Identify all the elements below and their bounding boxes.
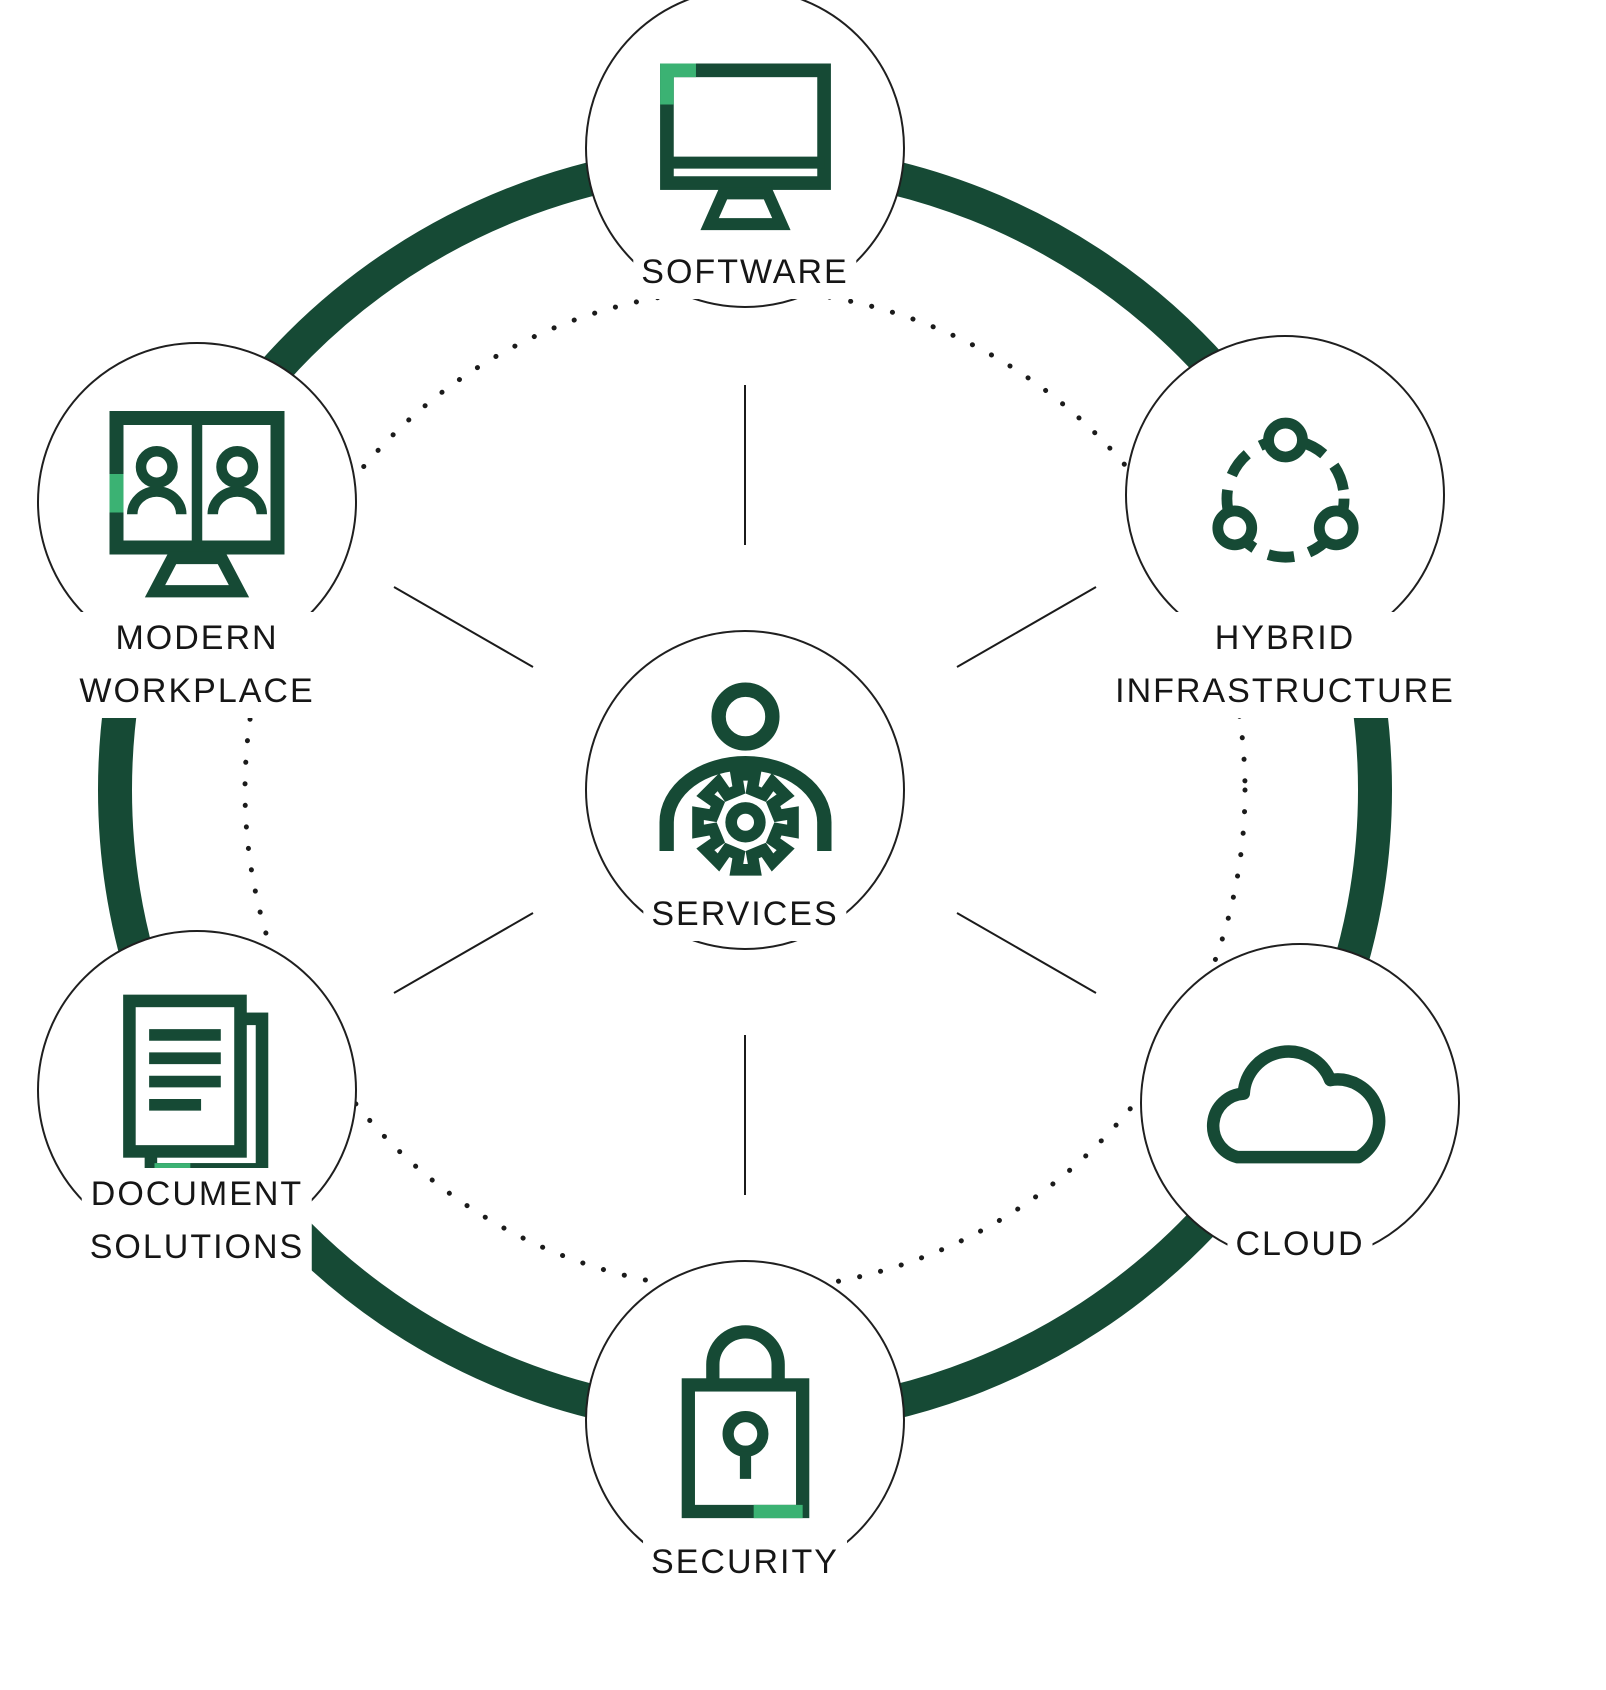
cloud-icon (1206, 1045, 1386, 1164)
security-circle (585, 1260, 905, 1580)
services-label: SERVICES (643, 888, 847, 941)
label-line: INFRASTRUCTURE (1115, 672, 1455, 710)
hybrid-infrastructure-label: HYBRID INFRASTRUCTURE (1107, 612, 1463, 718)
label-line: MODERN (115, 619, 279, 657)
spoke-upper-left (393, 586, 534, 668)
label-line: SOLUTIONS (89, 1228, 305, 1266)
node-document-solutions: DOCUMENT SOLUTIONS (37, 930, 357, 1274)
spoke-lower-right (956, 912, 1097, 994)
node-modern-workplace: MODERN WORKPLACE (37, 342, 357, 718)
spoke-lower-left (393, 912, 534, 994)
cloud-label: CLOUD (1227, 1218, 1373, 1271)
modern-workplace-label: MODERN WORKPLACE (71, 612, 323, 718)
node-services-center: SERVICES (585, 630, 905, 950)
desktop-monitor-icon (659, 62, 831, 230)
label-line: DOCUMENT (90, 1175, 304, 1213)
document-stack-icon (122, 994, 268, 1176)
label-line: CLOUD (1235, 1225, 1365, 1263)
node-security: SECURITY (585, 1260, 905, 1589)
security-label: SECURITY (643, 1536, 847, 1589)
accent-mark (659, 63, 696, 104)
connected-nodes-icon (1211, 417, 1359, 563)
modern-workplace-circle (37, 342, 357, 662)
label-line: SECURITY (651, 1543, 839, 1581)
label-line: WORKPLACE (79, 672, 315, 710)
person-with-gear-icon (659, 682, 831, 876)
node-hybrid-infrastructure: HYBRID INFRASTRUCTURE (1107, 335, 1463, 718)
label-line: HYBRID (1214, 619, 1356, 657)
cloud-circle (1140, 943, 1460, 1263)
software-label: SOFTWARE (633, 246, 857, 299)
label-line: SERVICES (651, 895, 839, 933)
node-software: SOFTWARE (585, 0, 905, 308)
spoke-upper-right (956, 586, 1097, 668)
label-line: SOFTWARE (641, 253, 849, 291)
document-solutions-label: DOCUMENT SOLUTIONS (81, 1168, 313, 1274)
padlock-icon (681, 1324, 809, 1518)
node-cloud: CLOUD (1140, 943, 1460, 1271)
hybrid-infrastructure-circle (1125, 335, 1445, 655)
video-meeting-screen-icon (109, 411, 285, 598)
